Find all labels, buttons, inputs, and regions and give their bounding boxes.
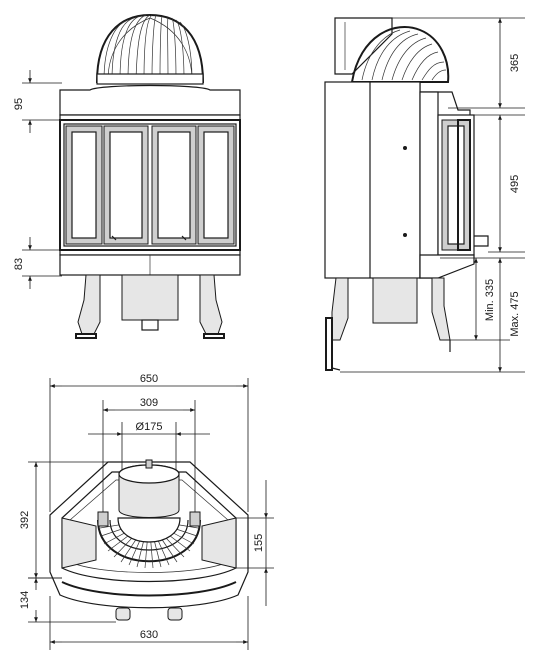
dim-label-630: 630 [140,629,158,641]
front-hood [59,84,241,116]
front-legs [75,274,225,339]
plan-right-panel [201,517,237,569]
side-dome [350,26,450,83]
dim-label-309: 309 [140,397,158,409]
dim-label-155: 155 [253,534,265,552]
plan-left-panel [61,517,97,569]
plan-leg-right [167,607,183,621]
side-body [324,81,421,279]
plan-leg-left [115,607,131,621]
side-dimension-495: 495 [474,114,525,253]
dim-label-95: 95 [13,98,25,110]
dim-label-max: Max. 475 [509,291,521,336]
front-dimension-95: 95 [13,70,62,133]
plan-dimension-155: 155 [236,480,274,606]
dim-label-83: 83 [13,258,25,270]
plan-dimension-650: 650 [49,373,249,512]
dim-label-175: Ø175 [136,421,163,433]
plan-flue-cylinder [118,459,180,518]
plan-dimension-134: 134 [19,577,116,623]
front-door-handles [111,235,187,241]
plan-dimension-630: 630 [49,596,249,650]
side-dimension-min-max: Min. 335 Max. 475 [340,257,525,373]
side-dimension-365: 365 [392,17,525,109]
dim-label-495: 495 [509,175,521,193]
dim-label-134: 134 [19,591,31,609]
plan-view: 650 309 Ø175 392 [19,373,274,650]
front-dome [95,13,205,85]
dim-label-650: 650 [140,373,158,385]
side-view: 365 495 Min. 335 Max. 475 [324,17,525,373]
front-door-frame [59,119,241,251]
dim-label-392: 392 [19,511,31,529]
side-legs [325,277,451,371]
front-dimension-83: 83 [13,237,62,289]
side-door [437,114,489,256]
plan-front-door [61,581,237,597]
dim-label-365: 365 [509,54,521,72]
plan-dimension-309: 309 [102,397,196,512]
front-ash-box [121,274,179,321]
dim-label-min: Min. 335 [484,279,496,321]
side-ash-box [372,277,418,324]
side-flue-collar [334,17,393,75]
front-view: 95 83 [13,13,241,339]
plan-dimension-175: Ø175 [88,421,210,470]
